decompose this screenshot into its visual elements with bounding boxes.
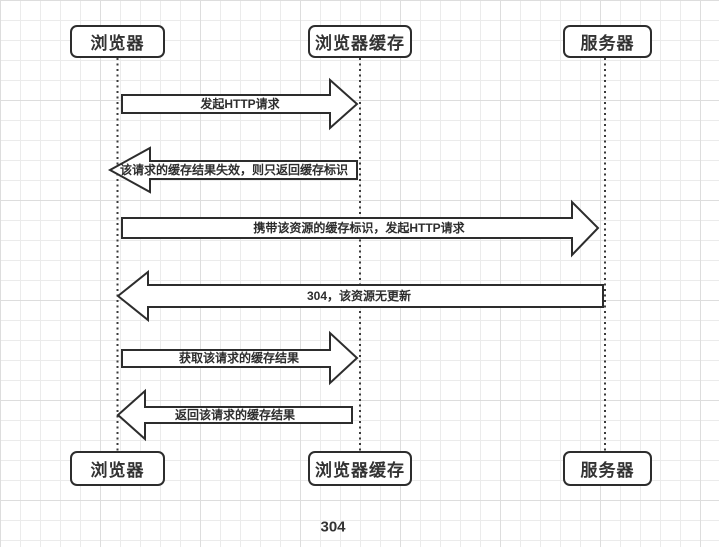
actor-cache-top-label: 浏览器缓存 [315,34,405,53]
actor-server-top-label: 服务器 [580,34,635,53]
message-label-return-cache: 返回该请求的缓存结果 [174,408,296,422]
actor-server-top[interactable]: 服务器 [563,25,652,58]
actor-server-bottom[interactable]: 服务器 [563,451,652,486]
message-arrow-cache-invalid[interactable] [107,146,358,194]
actor-server-bottom-label: 服务器 [580,461,635,480]
message-label-request-with-etag: 携带该资源的缓存标识，发起HTTP请求 [253,221,465,235]
actor-cache-bottom[interactable]: 浏览器缓存 [308,451,412,486]
message-arrow-get-cache[interactable] [121,330,359,386]
actor-browser-bottom[interactable]: 浏览器 [70,451,165,486]
actor-browser-top-label: 浏览器 [90,34,145,53]
actor-cache-top[interactable]: 浏览器缓存 [308,25,412,58]
message-label-cache-invalid: 该请求的缓存结果失效，则只返回缓存标识 [119,163,349,177]
diagram-title: 304 [320,518,346,536]
message-arrow-http-request[interactable] [121,77,359,131]
message-arrow-request-with-etag[interactable] [121,199,600,258]
actor-cache-bottom-label: 浏览器缓存 [315,461,405,480]
message-arrow-return-cache[interactable] [116,388,353,442]
message-label-get-cache: 获取该请求的缓存结果 [178,351,300,365]
message-label-http-request: 发起HTTP请求 [200,97,280,111]
actor-browser-top[interactable]: 浏览器 [70,25,165,58]
message-label-304-response: 304，该资源无更新 [306,289,412,303]
actor-browser-bottom-label: 浏览器 [90,461,145,480]
message-arrow-304-response[interactable] [116,269,604,323]
